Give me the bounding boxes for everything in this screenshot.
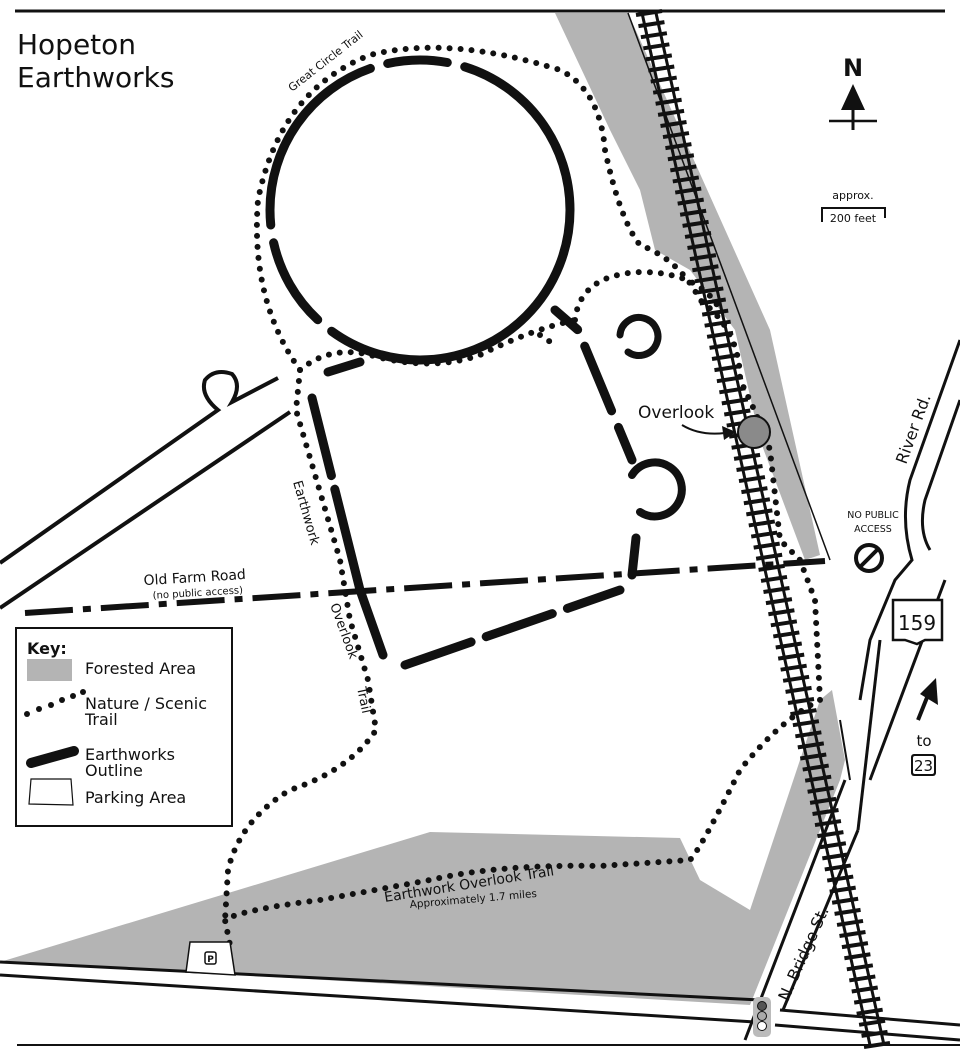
overlook-marker[interactable] <box>737 415 771 449</box>
east-road-bottom <box>774 1023 960 1042</box>
key-swatches <box>24 659 86 806</box>
route-159-road-edge <box>856 639 882 831</box>
bridge-st-rail-edge <box>839 719 851 781</box>
bridge-st-east <box>781 829 860 1011</box>
svg-text:Overlook: Overlook <box>326 601 360 661</box>
svg-text:approx.: approx. <box>832 189 873 202</box>
river-rd-inner <box>920 399 960 551</box>
railroad <box>640 12 886 1046</box>
svg-text:Old Farm Road: Old Farm Road <box>143 567 246 589</box>
title-line-1: Hopeton <box>17 28 137 61</box>
east-road-top <box>779 1008 960 1027</box>
traffic-light-icon <box>753 997 771 1037</box>
railroad-edge <box>627 12 831 561</box>
scale-bar: 200 feet <box>821 207 886 225</box>
key-item-parking: Parking Area <box>85 788 187 807</box>
svg-text:ACCESS: ACCESS <box>854 524 892 535</box>
trail-swatch-icon <box>24 689 86 717</box>
svg-text:N: N <box>843 54 863 82</box>
map-title: Hopeton Earthworks <box>17 28 174 94</box>
key-item-forest: Forested Area <box>85 659 197 678</box>
overlook-arrow-icon <box>681 424 726 435</box>
forest-strip-north <box>555 13 820 560</box>
route-159-shield: 159 <box>891 598 944 646</box>
forest-south <box>0 690 845 1005</box>
svg-text:159: 159 <box>898 611 936 635</box>
no-entry-icon <box>854 543 884 573</box>
key-title: Key: <box>27 639 67 658</box>
parking-swatch-icon <box>28 778 74 806</box>
access-road <box>0 370 279 565</box>
old-farm-road <box>24 558 826 616</box>
scenic-trail <box>221 44 824 948</box>
svg-text:P: P <box>207 955 214 965</box>
route-23-shield: 23 <box>911 754 936 776</box>
overlook-arrowhead <box>722 426 736 440</box>
bridge-st-west <box>743 779 847 1041</box>
bottom-road-top <box>0 960 761 1002</box>
earthworks-outline <box>265 55 686 670</box>
river-rd <box>858 339 960 701</box>
svg-text:NO PUBLIC: NO PUBLIC <box>847 510 899 521</box>
svg-text:23: 23 <box>914 757 933 775</box>
north-arrow-icon: N <box>829 54 877 130</box>
bottom-road-bottom <box>0 973 756 1024</box>
title-line-2: Earthworks <box>17 61 175 94</box>
svg-text:to: to <box>916 732 931 750</box>
svg-text:Trail: Trail <box>353 685 373 715</box>
svg-text:Overlook: Overlook <box>638 403 714 423</box>
parking-area[interactable]: P <box>185 941 236 976</box>
svg-text:200 feet: 200 feet <box>830 212 877 225</box>
direction-arrow-icon <box>916 678 938 721</box>
earthworks-swatch-icon <box>26 746 79 768</box>
forest-swatch <box>27 659 72 681</box>
access-road-edge <box>0 410 292 610</box>
